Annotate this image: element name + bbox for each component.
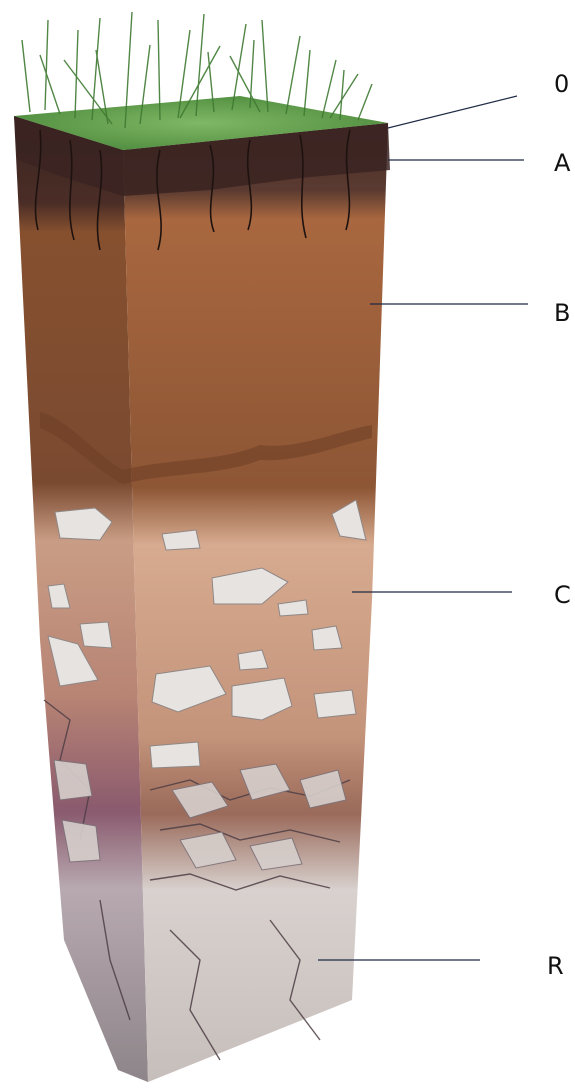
horizon-label-o: 0	[554, 72, 569, 96]
horizon-label-b: B	[554, 301, 570, 325]
horizon-label-r: R	[547, 954, 564, 978]
horizon-label-a: A	[554, 151, 570, 175]
horizon-label-c: C	[554, 583, 571, 607]
leader-line-0	[388, 96, 517, 128]
